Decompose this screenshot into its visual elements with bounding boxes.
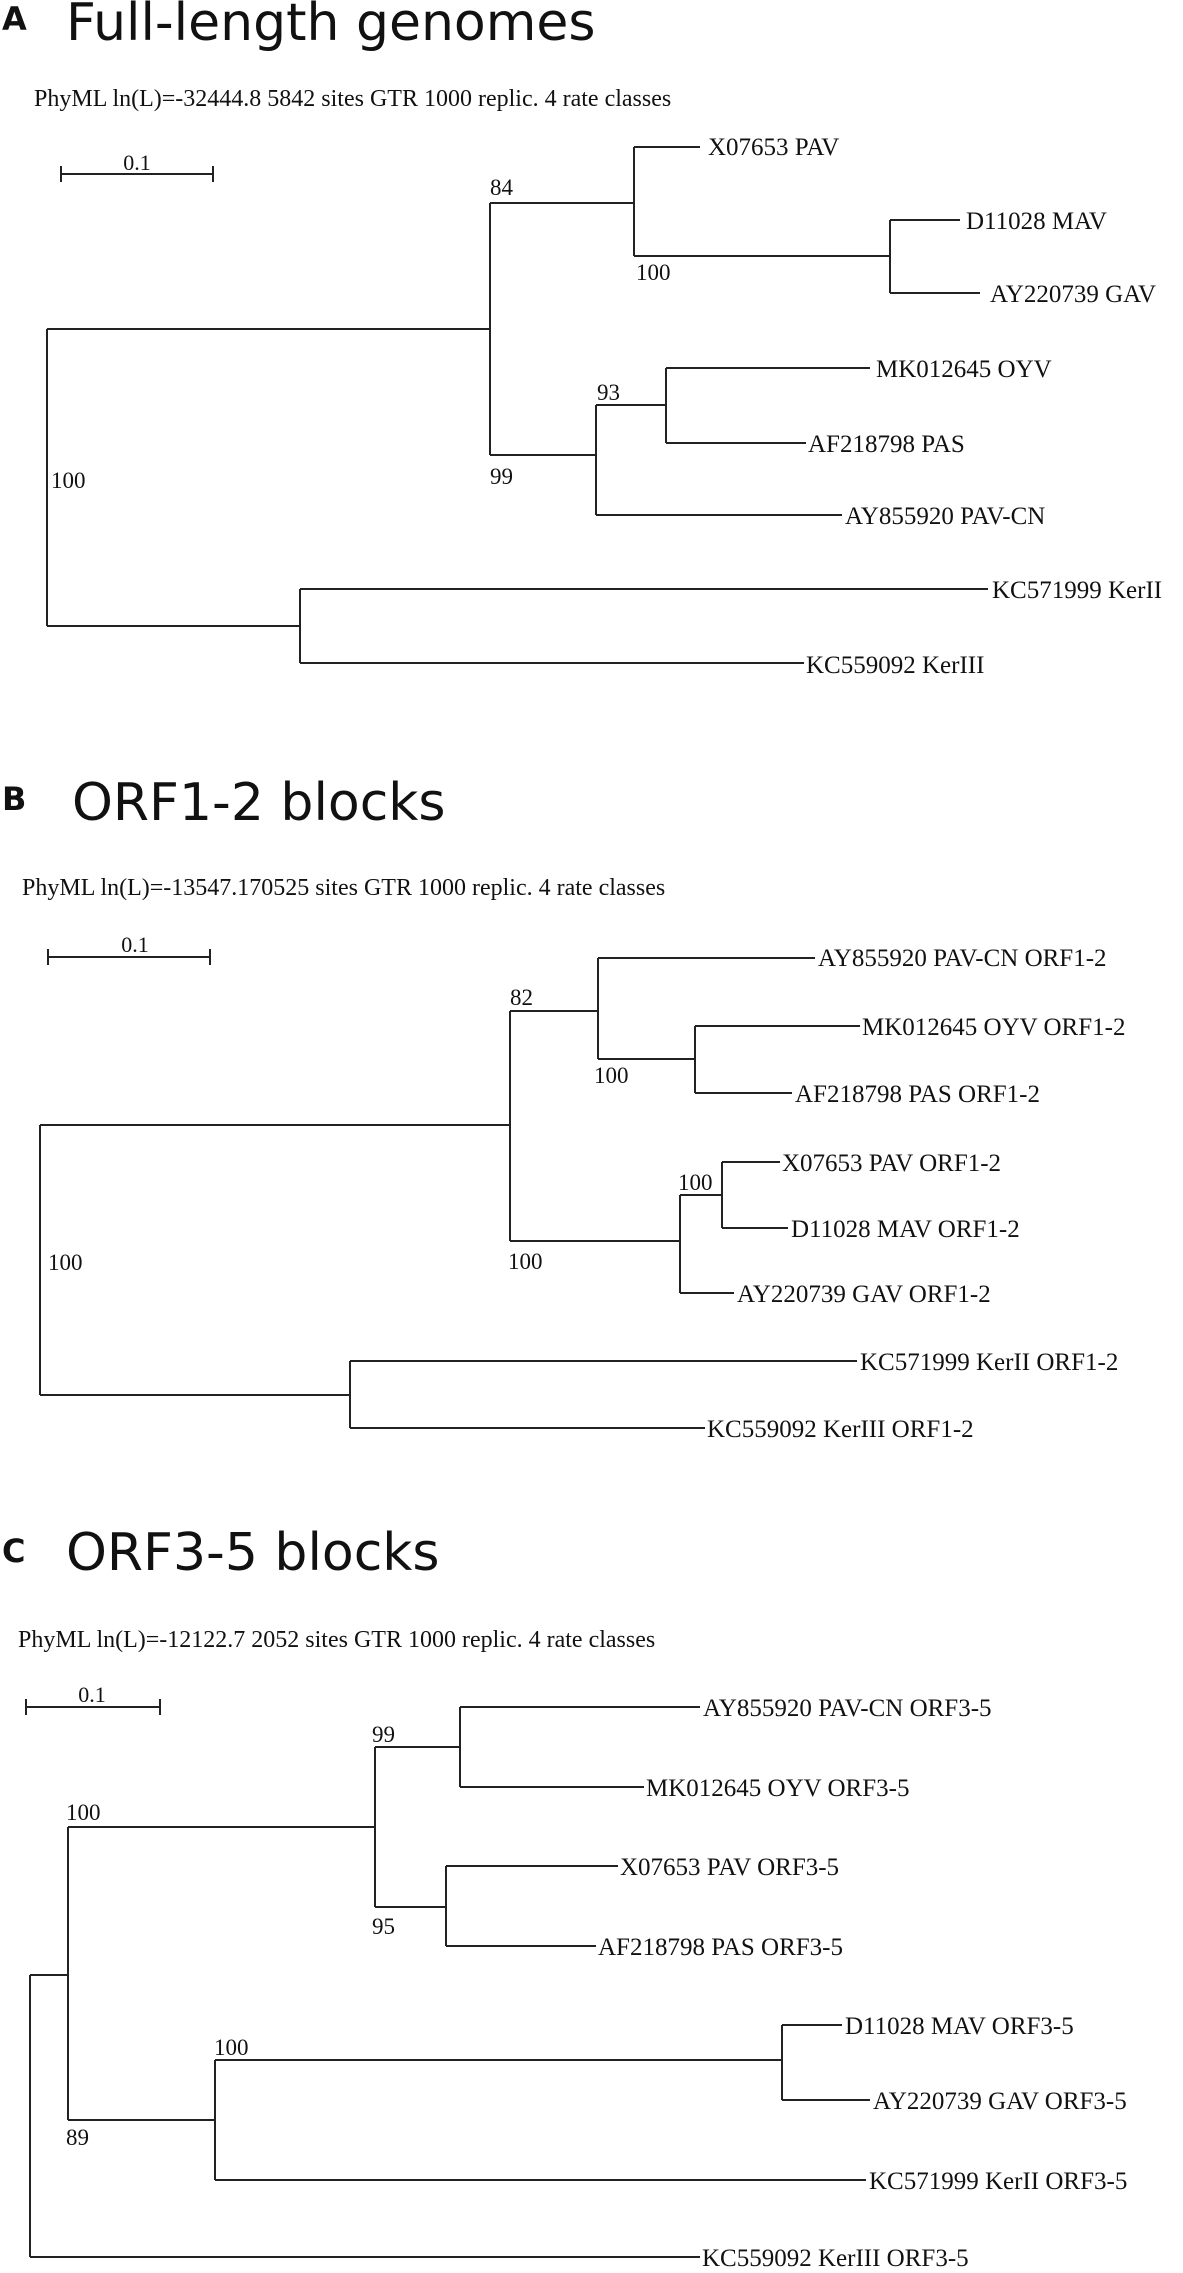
panel-a-bootstrap: 99 <box>490 464 513 489</box>
panel-c-leaf: KC559092 KerIII ORF3-5 <box>702 2245 969 2272</box>
panel-a-leaf: AY855920 PAV-CN <box>845 503 1045 530</box>
panel-b-leaf: KC571999 KerII ORF1-2 <box>860 1349 1118 1376</box>
panel-c-leaf: AY220739 GAV ORF3-5 <box>873 2088 1127 2115</box>
panel-b-leaf: AY855920 PAV-CN ORF1-2 <box>818 945 1107 972</box>
panel-a-leaf: AF218798 PAS <box>808 431 965 458</box>
panel-b-leaf: AF218798 PAS ORF1-2 <box>795 1081 1040 1108</box>
panel-b-scale-bar: 0.1 <box>47 932 211 965</box>
panel-c-title: ORF3-5 blocks <box>66 1523 440 1583</box>
panel-c-bootstrap: 95 <box>372 1914 395 1939</box>
panel-a-scale-label: 0.1 <box>123 150 151 175</box>
panel-b-leaf: AY220739 GAV ORF1-2 <box>737 1281 991 1308</box>
panel-c-subtitle: PhyML ln(L)=-12122.7 2052 sites GTR 1000… <box>18 1627 655 1653</box>
panel-a-branches <box>46 146 988 664</box>
panel-b-branches <box>39 957 860 1429</box>
panel-a-letter: A <box>2 0 27 38</box>
panel-c-leaf: AF218798 PAS ORF3-5 <box>598 1934 843 1961</box>
panel-c-leaf-labels: AY855920 PAV-CN ORF3-5 MK012645 OYV ORF3… <box>598 1695 1127 2272</box>
panel-c-leaf: D11028 MAV ORF3-5 <box>845 2013 1074 2040</box>
panel-b-bootstrap: 100 <box>678 1170 713 1195</box>
panel-a-title: Full-length genomes <box>66 0 595 53</box>
panel-b-bootstrap: 100 <box>48 1250 83 1275</box>
panel-c-leaf: X07653 PAV ORF3-5 <box>620 1854 839 1881</box>
panel-c: C ORF3-5 blocks PhyML ln(L)=-12122.7 205… <box>2 1523 1127 2272</box>
panel-a-leaf: KC571999 KerII <box>992 577 1162 604</box>
panel-c-leaf: KC571999 KerII ORF3-5 <box>869 2168 1127 2195</box>
panel-a-bootstrap-values: 84 100 93 99 100 <box>51 175 671 493</box>
panel-c-scale-bar: 0.1 <box>25 1682 161 1715</box>
panel-c-letter: C <box>2 1532 25 1570</box>
panel-a-bootstrap: 100 <box>636 260 671 285</box>
panel-a-leaf: MK012645 OYV <box>876 356 1052 383</box>
panel-b-bootstrap: 100 <box>594 1063 629 1088</box>
panel-b-leaf: X07653 PAV ORF1-2 <box>782 1150 1001 1177</box>
panel-c-bootstrap: 100 <box>214 2035 249 2060</box>
panel-a-leaf: X07653 PAV <box>708 134 839 161</box>
panel-b-bootstrap: 100 <box>508 1249 543 1274</box>
panel-c-bootstrap: 89 <box>66 2125 89 2150</box>
panel-c-bootstrap-values: 99 100 95 100 89 <box>66 1722 395 2150</box>
panel-a-scale-bar: 0.1 <box>60 150 214 182</box>
panel-b-bootstrap-values: 82 100 100 100 100 <box>48 985 713 1275</box>
panel-c-leaf: MK012645 OYV ORF3-5 <box>646 1775 909 1802</box>
panel-a-bootstrap: 93 <box>597 380 620 405</box>
panel-a: A Full-length genomes PhyML ln(L)=-32444… <box>2 0 1162 679</box>
panel-c-leaf: AY855920 PAV-CN ORF3-5 <box>703 1695 992 1722</box>
panel-b: B ORF1-2 blocks PhyML ln(L)=-13547.17052… <box>2 773 1125 1443</box>
panel-a-leaf-labels: X07653 PAV D11028 MAV AY220739 GAV MK012… <box>708 134 1162 679</box>
panel-c-scale-label: 0.1 <box>78 1682 106 1707</box>
panel-b-scale-label: 0.1 <box>121 932 149 957</box>
panel-b-title: ORF1-2 blocks <box>72 773 446 833</box>
panel-a-leaf: AY220739 GAV <box>990 281 1156 308</box>
panel-b-letter: B <box>2 780 26 818</box>
panel-a-subtitle: PhyML ln(L)=-32444.8 5842 sites GTR 1000… <box>34 86 671 112</box>
panel-a-leaf: D11028 MAV <box>966 208 1107 235</box>
panel-b-bootstrap: 82 <box>510 985 533 1010</box>
panel-c-bootstrap: 99 <box>372 1722 395 1747</box>
panel-a-bootstrap: 84 <box>490 175 514 200</box>
panel-a-leaf: KC559092 KerIII <box>806 652 984 679</box>
panel-b-leaf: D11028 MAV ORF1-2 <box>791 1216 1020 1243</box>
panel-c-branches <box>29 1706 870 2258</box>
panel-a-bootstrap: 100 <box>51 468 86 493</box>
panel-c-bootstrap: 100 <box>66 1800 101 1825</box>
panel-b-subtitle: PhyML ln(L)=-13547.170525 sites GTR 1000… <box>22 875 665 901</box>
panel-b-leaf: MK012645 OYV ORF1-2 <box>862 1014 1125 1041</box>
panel-b-leaf-labels: AY855920 PAV-CN ORF1-2 MK012645 OYV ORF1… <box>707 945 1125 1443</box>
panel-b-leaf: KC559092 KerIII ORF1-2 <box>707 1416 974 1443</box>
